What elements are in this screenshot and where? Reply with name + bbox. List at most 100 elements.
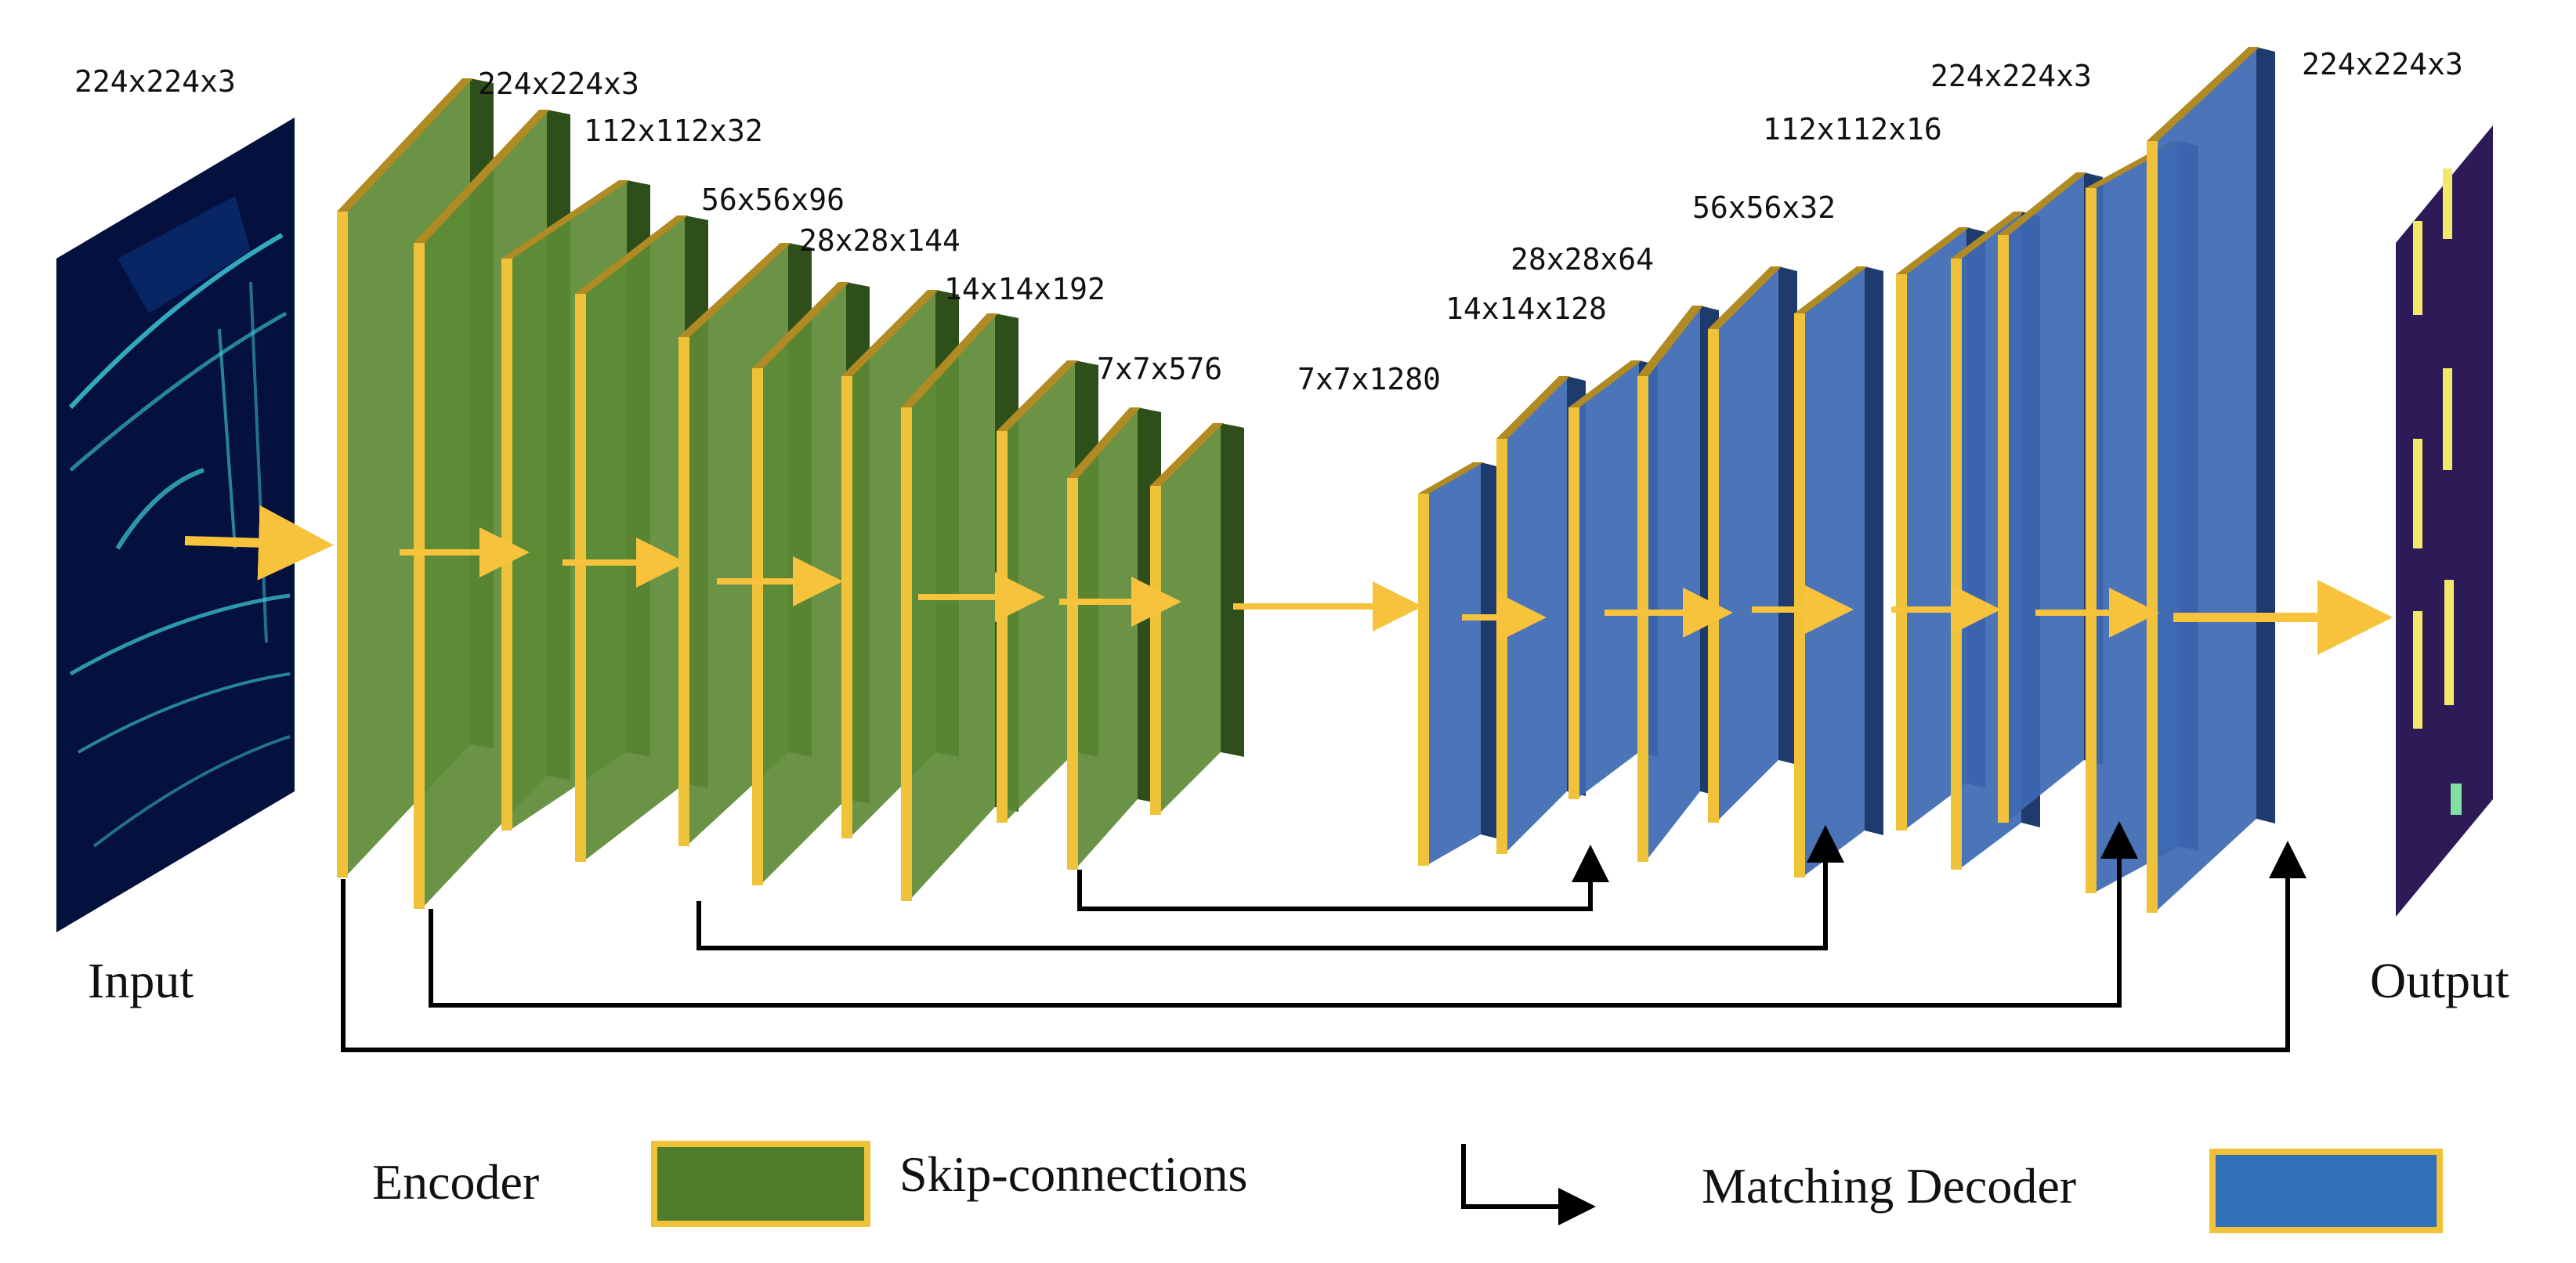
- decoder-layer-face: [1426, 462, 1481, 866]
- decoder-layer: [1794, 266, 1883, 878]
- output-mark: [2413, 611, 2422, 729]
- flow-arrows: [400, 527, 2393, 655]
- input-label: Input: [88, 953, 194, 1008]
- encoder-layer-top-edge: [575, 215, 688, 294]
- encoder-layer-face: [909, 313, 995, 901]
- encoder-layer-face: [1075, 407, 1138, 870]
- encoder-layer-edge: [752, 368, 763, 885]
- decoder-layer-top-edge: [1998, 172, 2087, 235]
- decoder-layer-edge: [1951, 259, 1962, 870]
- skip-connection: [429, 821, 2138, 1008]
- encoder-dims-label: 112x112x32: [584, 114, 763, 148]
- output-mark: [2413, 439, 2422, 548]
- decoder-layer-top-edge: [1951, 212, 2024, 259]
- bottleneck-dims-label: 7x7x1280: [1297, 362, 1441, 396]
- encoder-layer-top-edge: [1067, 407, 1141, 478]
- encoder-layer-face: [583, 215, 685, 862]
- encoder-layer-edge: [1067, 478, 1078, 870]
- encoder-layer-edge: [901, 407, 912, 901]
- decoder-layer-top-edge: [1568, 360, 1642, 407]
- output-mark: [2443, 368, 2452, 470]
- encoder-layer-face: [1004, 360, 1075, 823]
- decoder-layer: [2147, 47, 2275, 913]
- encoder-layer-edge: [1150, 486, 1161, 815]
- encoder-layer: [1150, 423, 1244, 815]
- encoder-layer-side: [1221, 423, 1244, 757]
- decoder-layer-side: [1865, 266, 1883, 835]
- encoder-dims-label: 224x224x3: [478, 67, 639, 101]
- input-dims-label: 224x224x3: [74, 64, 236, 99]
- decoder-layer-edge: [1998, 235, 2009, 823]
- decoder-layer-face: [2006, 172, 2084, 823]
- decoder-layer-edge: [1568, 407, 1579, 799]
- decoder-layer-top-edge: [1418, 462, 1484, 494]
- encoder-dims-label: 14x14x192: [944, 272, 1105, 306]
- legend-decoder-swatch: [2209, 1149, 2443, 1233]
- decoder-dims-label: 112x112x16: [1763, 112, 1942, 147]
- encoder-dims-label: 56x56x96: [701, 183, 845, 217]
- decoder-layer-edge: [1637, 376, 1648, 862]
- legend-skip-label: Skip-connections: [899, 1146, 1247, 1202]
- decoder-layer-side: [1481, 462, 1500, 839]
- legend-skip-arrow: [1461, 1144, 1596, 1225]
- output-mark: [2451, 783, 2462, 815]
- decoder-dims-label: 56x56x32: [1692, 190, 1836, 225]
- encoder-dims-label: 28x28x144: [799, 223, 961, 258]
- decoder-layer: [1418, 462, 1500, 866]
- legend-encoder-label: Encoder: [372, 1154, 539, 1210]
- decoder-layer-face: [1802, 266, 1865, 878]
- decoder-layer-top-edge: [1896, 227, 1970, 274]
- encoder-layer-edge: [414, 243, 425, 909]
- skip-connections: [341, 821, 2306, 1052]
- output-mark: [2444, 580, 2454, 705]
- decoder-layer-edge: [1708, 329, 1719, 823]
- encoder-layer-edge: [841, 376, 852, 838]
- decoder-layers: [1418, 47, 2275, 913]
- decoder-layer-edge: [1794, 313, 1805, 878]
- legend-decoder-label: Matching Decoder: [1702, 1158, 2076, 1214]
- output-mark: [2443, 168, 2452, 239]
- decoder-dims-label: 28x28x64: [1511, 242, 1654, 277]
- encoder-layer-top-edge: [752, 282, 849, 368]
- encoder-layer-face: [1158, 423, 1221, 815]
- decoder-layer-side: [2256, 47, 2275, 823]
- decoder-layer-edge: [1496, 439, 1507, 854]
- decoder-layer-face: [1645, 306, 1700, 862]
- encoder-layer-edge: [337, 212, 348, 878]
- encoder-layer-top-edge: [678, 243, 791, 337]
- decoder-layer-top-edge: [1708, 266, 1782, 329]
- input-flow-arrow: [184, 505, 334, 581]
- input-image: [56, 118, 295, 932]
- decoder-layer-face: [1576, 360, 1639, 799]
- decoder-layer-top-edge: [1794, 266, 1868, 313]
- output-image: [2396, 125, 2493, 917]
- legend-encoder-swatch: [651, 1141, 870, 1227]
- decoder-dims-label: 14x14x128: [1445, 291, 1607, 326]
- encoder-layer-edge: [575, 294, 586, 862]
- decoder-layer-edge: [2086, 188, 2097, 893]
- encoder-layer-edge: [678, 337, 689, 846]
- decoder-dims-label: 224x224x3: [1930, 59, 2092, 93]
- decoder-layer-edge: [1418, 494, 1429, 866]
- encoder-layer-top-edge: [997, 360, 1078, 431]
- decoder-layer: [1708, 266, 1797, 823]
- encoder-layer-top-edge: [337, 78, 473, 212]
- encoder-layer-edge: [501, 259, 512, 831]
- encoder-layer-top-edge: [1150, 423, 1224, 486]
- decoder-layer-face: [2155, 47, 2256, 913]
- encoder-layers: [337, 78, 1244, 909]
- output-label: Output: [2370, 953, 2509, 1008]
- decoder-layer-side: [1778, 266, 1797, 765]
- encoder-dims-label: 7x7x576: [1097, 352, 1222, 386]
- encoder-layer-top-edge: [414, 110, 550, 243]
- decoder-layer-top-edge: [1496, 376, 1570, 439]
- encoder-layer-top-edge: [501, 180, 630, 259]
- skip-connection: [341, 841, 2306, 1052]
- decoder-layer-face: [1716, 266, 1778, 823]
- output-mark: [2413, 221, 2422, 315]
- decoder-layer-top-edge: [1637, 306, 1703, 376]
- output-dims-label: 224x224x3: [2302, 47, 2463, 81]
- decoder-layer-edge: [1896, 274, 1907, 831]
- encoder-layer-top-edge: [841, 290, 939, 376]
